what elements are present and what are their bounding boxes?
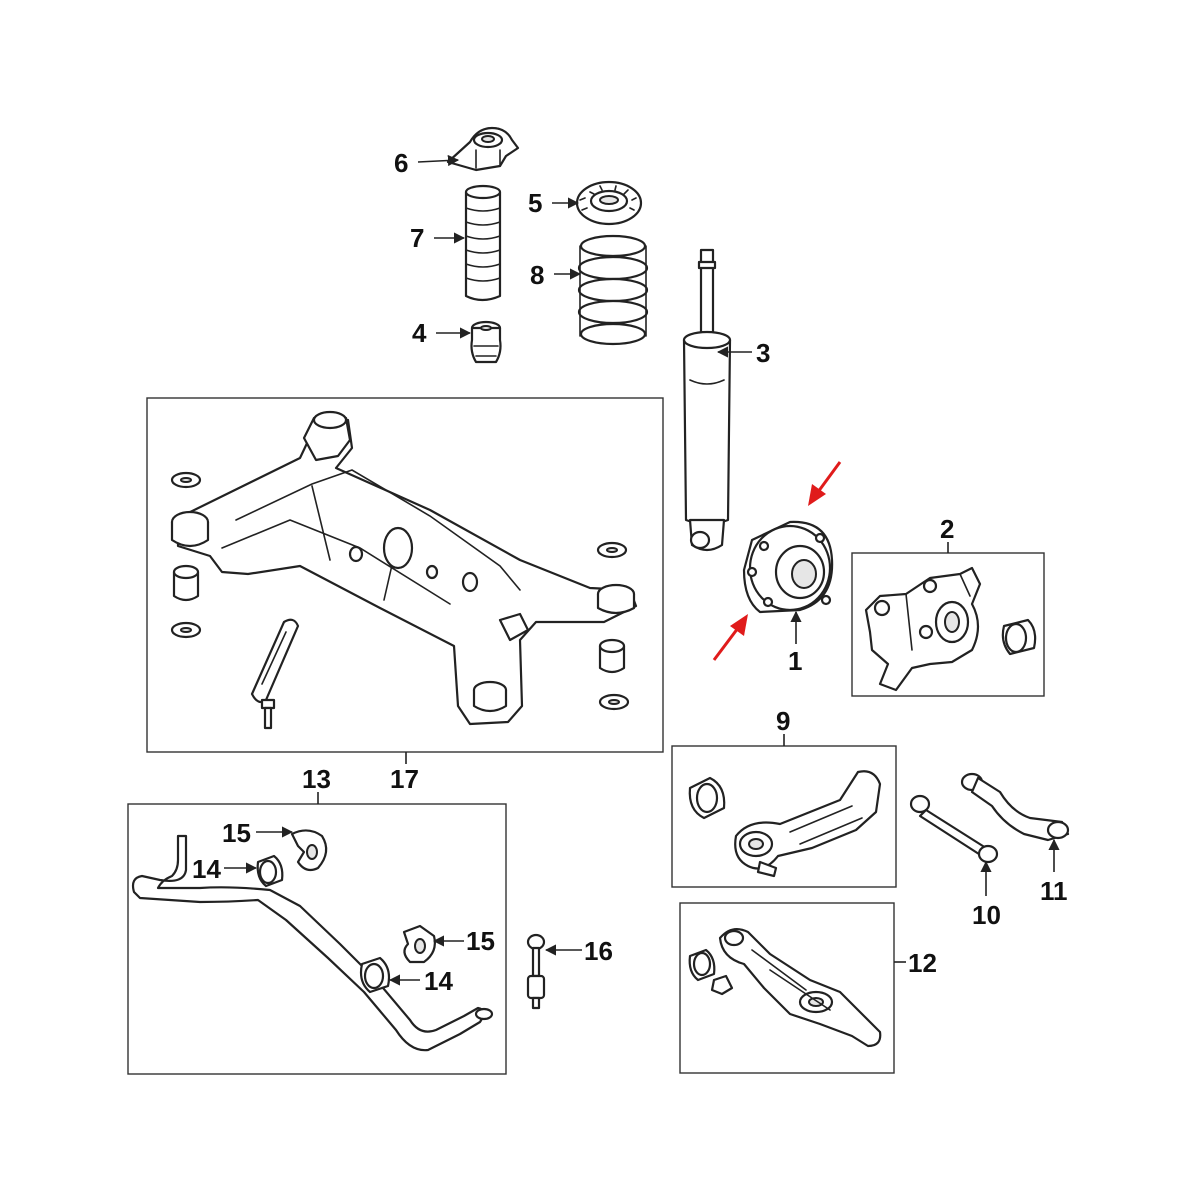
callout-14a: 14 (192, 854, 221, 884)
part-14-bushing-upper (256, 854, 284, 888)
highlight-arrow-lower (712, 614, 748, 661)
callout-4: 4 (412, 318, 427, 348)
frame-part-17 (146, 397, 664, 753)
part-15-bracket-upper (290, 829, 328, 872)
callout-3: 3 (756, 338, 770, 368)
part-12-lower-arm (718, 927, 882, 1048)
part-8-coil-spring (577, 234, 649, 346)
callout-10: 10 (972, 900, 1001, 930)
callout-6: 6 (394, 148, 408, 178)
callout-17: 17 (390, 764, 419, 794)
part-6-upper-mount (446, 126, 520, 172)
callout-14b: 14 (424, 966, 453, 996)
part-9-bushing (688, 776, 726, 820)
part-12-bushings (688, 948, 734, 996)
part-2-bushing (1001, 618, 1037, 656)
part-4-bump-stop (470, 320, 502, 364)
callout-15a: 15 (222, 818, 251, 848)
callout-16: 16 (584, 936, 613, 966)
part-2-knuckle (864, 566, 982, 692)
subframe-brace-bolt (250, 618, 300, 730)
subframe-washers-right (596, 541, 630, 711)
part-14-bushing-lower (359, 956, 391, 994)
part-9-trailing-arm (734, 770, 882, 878)
part-11-toe-link (960, 772, 1070, 842)
part-5-spring-seat (575, 180, 643, 226)
callout-11: 11 (1040, 876, 1068, 906)
part-1-hub-bearing (742, 520, 834, 614)
callout-13: 13 (302, 764, 331, 794)
part-3-shock-absorber (682, 248, 732, 552)
subframe-washers-left (170, 471, 202, 639)
callout-7: 7 (410, 223, 424, 253)
frame-part-13 (127, 803, 507, 1075)
part-10-upper-link (909, 794, 999, 864)
callout-12: 12 (908, 948, 937, 978)
highlight-arrow-upper (808, 461, 842, 506)
part-15-bracket-lower (402, 924, 436, 964)
part-16-stabilizer-link (526, 933, 546, 1010)
part-7-dust-boot (464, 184, 502, 302)
callout-1: 1 (788, 646, 802, 676)
callout-15b: 15 (466, 926, 495, 956)
frame-part-12 (679, 902, 895, 1074)
callout-2: 2 (940, 514, 954, 544)
leader-lines (224, 154, 1060, 986)
part-13-stabilizer-bar (131, 834, 494, 1052)
callout-9: 9 (776, 706, 790, 736)
part-17-subframe (170, 410, 638, 726)
callout-5: 5 (528, 188, 542, 218)
callout-8: 8 (530, 260, 544, 290)
